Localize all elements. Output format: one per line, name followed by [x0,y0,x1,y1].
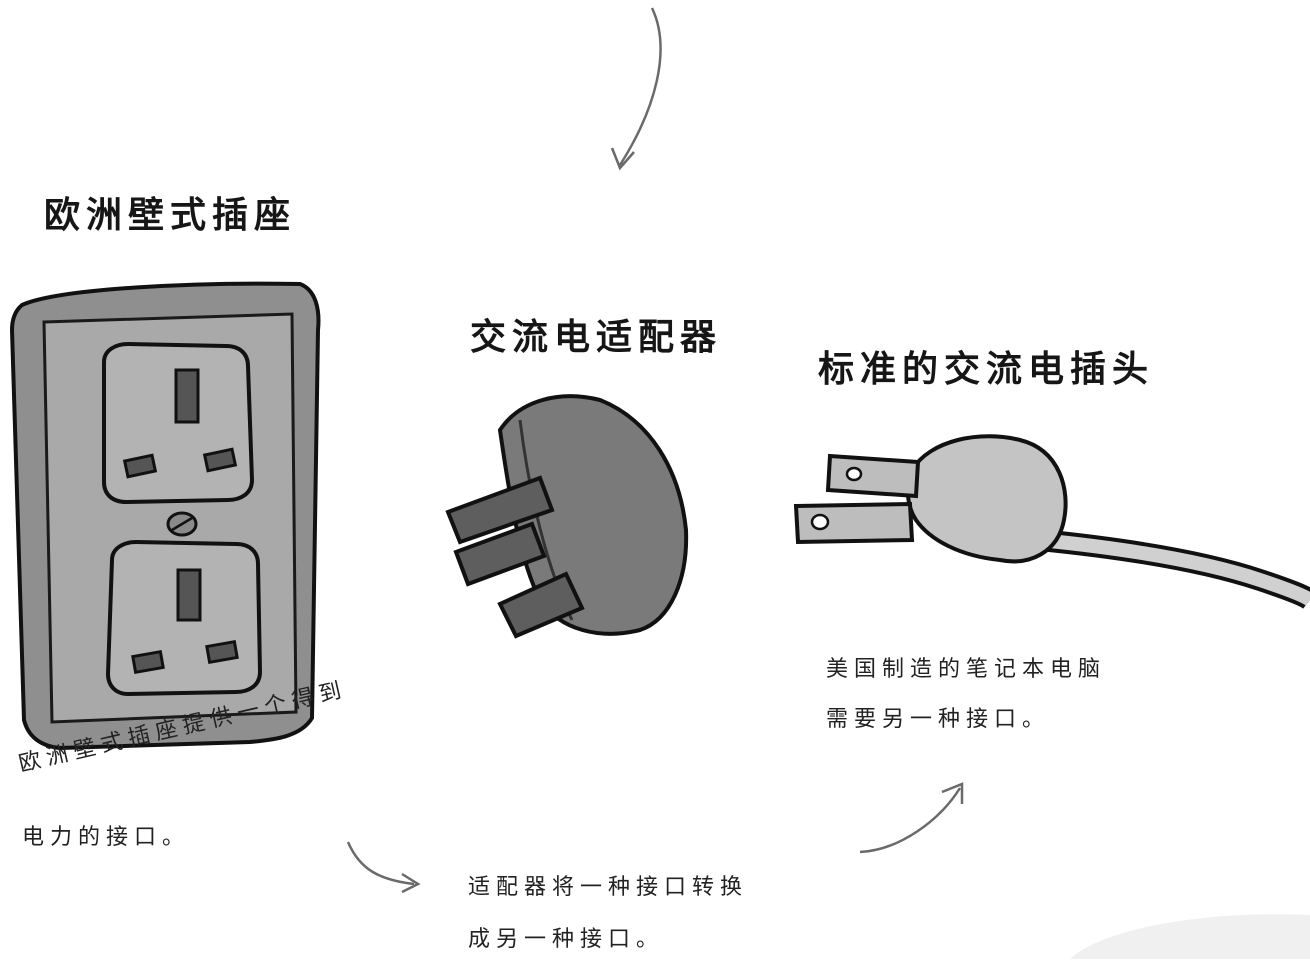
adapter-note-line-2: 成另一种接口。 [468,927,665,952]
outlet-to-adapter-arrow [346,841,415,886]
adapter-note-line-1: 适配器将一种接口转换 [468,875,749,900]
adapter-to-plug-arrow-head [941,782,964,804]
adapter-title: 交流电适配器 [470,317,723,358]
outlet-title: 欧洲壁式插座 [44,195,297,236]
page-shadow [1070,914,1310,959]
top-arrow [618,7,662,166]
plug-note-line-2: 需要另一种接口。 [826,707,1051,732]
adapter-to-plug-arrow [859,787,962,854]
wall-outlet-icon [9,281,321,751]
outlet-to-adapter-arrow-head [401,872,421,894]
plug-note-line-1: 美国制造的笔记本电脑 [826,657,1107,682]
ac-adapter-icon [445,394,689,639]
top-arrow-head [610,147,635,171]
ac-plug-icon [793,434,1310,610]
plug-title: 标准的交流电插头 [818,349,1155,390]
outlet-note-line-2: 电力的接口。 [22,825,191,850]
